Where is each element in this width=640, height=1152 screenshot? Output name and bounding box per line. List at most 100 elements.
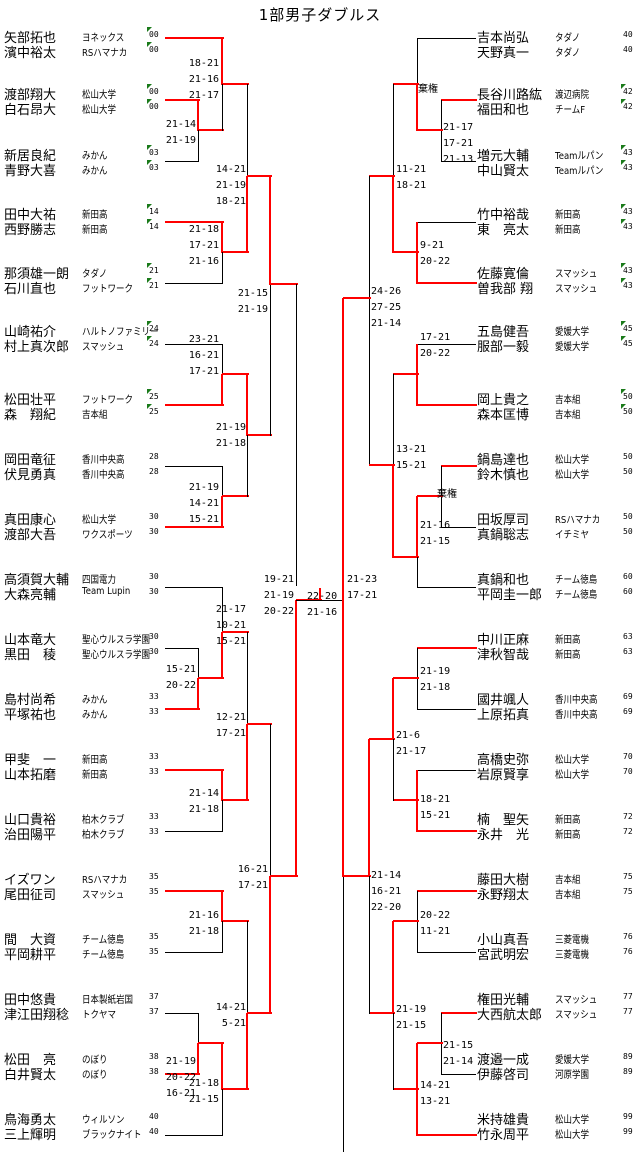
winner-line [221,374,223,406]
seed-number: 72 [623,827,633,836]
game-score: 21-16 [188,910,219,921]
bracket-line [417,587,476,588]
team-name: チーム徳島 [82,950,125,961]
winner-line [369,464,395,466]
player-name: 大森亮輔 [4,588,57,603]
match-score: 棄権 [418,82,438,98]
winner-line [416,84,418,131]
bracket-line [441,466,442,528]
game-score: 21-19 [420,666,451,677]
game-score: 17-21 [347,590,378,601]
team-name: 新田高 [82,225,108,236]
player-name: 津秋智哉 [477,648,530,663]
game-score: 10-21 [215,620,246,631]
player-name: 國井颯人 [477,693,530,708]
seed-flag-icon [621,160,626,165]
team-name: ハルトノファミリー [82,327,159,338]
game-score: 21-6 [396,730,421,741]
team-name: のぼり [82,1055,108,1066]
seed-value: 77 [623,1007,633,1016]
seed-number: 33 [149,812,159,821]
seed-number: 43 [621,204,633,216]
bracket-line [441,1013,442,1075]
player-name: 福田和也 [477,103,530,118]
winner-line [165,1073,200,1075]
seed-number: 43 [621,219,633,231]
seed-number: 43 [621,263,633,275]
player-name: 鈴木慎也 [477,468,530,483]
seed-number: 00 [147,27,159,39]
team-name: 新田高 [555,210,581,221]
winner-line [247,175,272,177]
seed-flag-icon [147,389,152,394]
team-name: 松山大学 [555,455,589,466]
player-name: 高橋史弥 [477,753,530,768]
seed-value: 35 [149,872,159,881]
seed-value: 40 [623,45,633,54]
bracket-line [198,130,199,162]
seed-number: 35 [149,947,159,956]
team-name: イチミヤ [555,530,589,541]
team-name: 新田高 [555,830,581,841]
team-name: スマッシュ [555,1010,598,1021]
game-score: 20-22 [165,680,196,691]
seed-number: 89 [623,1052,633,1061]
seed-value: 33 [149,752,159,761]
seed-value: 33 [149,707,159,716]
winner-line [392,176,394,253]
team-name: タダノ [82,269,108,280]
bracket-line [165,283,223,284]
seed-number: 50 [621,389,633,401]
winner-line [319,588,321,601]
seed-number: 50 [621,404,633,416]
seed-value: 14 [149,222,159,231]
winner-line [416,496,418,558]
seed-flag-icon [147,404,152,409]
winner-line [393,556,419,558]
seed-number: 33 [149,752,159,761]
seed-value: 14 [149,207,159,216]
seed-number: 75 [623,872,633,881]
player-name: 山口貴裕 [4,813,57,828]
seed-value: 89 [623,1067,633,1076]
bracket-line [222,921,223,953]
winner-line [417,647,477,649]
seed-number: 35 [149,932,159,941]
team-name: ヨネックス [82,33,125,44]
winner-line [270,283,298,285]
seed-flag-icon [147,42,152,47]
bracket-line [222,587,223,633]
winner-line [221,222,223,253]
winner-line [417,890,477,892]
game-score: 20-22 [420,256,451,267]
game-score: 14-21 [420,1080,451,1091]
player-name: 楠 聖矢 [477,813,530,828]
player-name: 甲斐 一 [4,753,57,768]
winner-line [246,724,248,801]
player-name: 米持雄貴 [477,1113,530,1128]
game-score: 21-18 [188,224,219,235]
